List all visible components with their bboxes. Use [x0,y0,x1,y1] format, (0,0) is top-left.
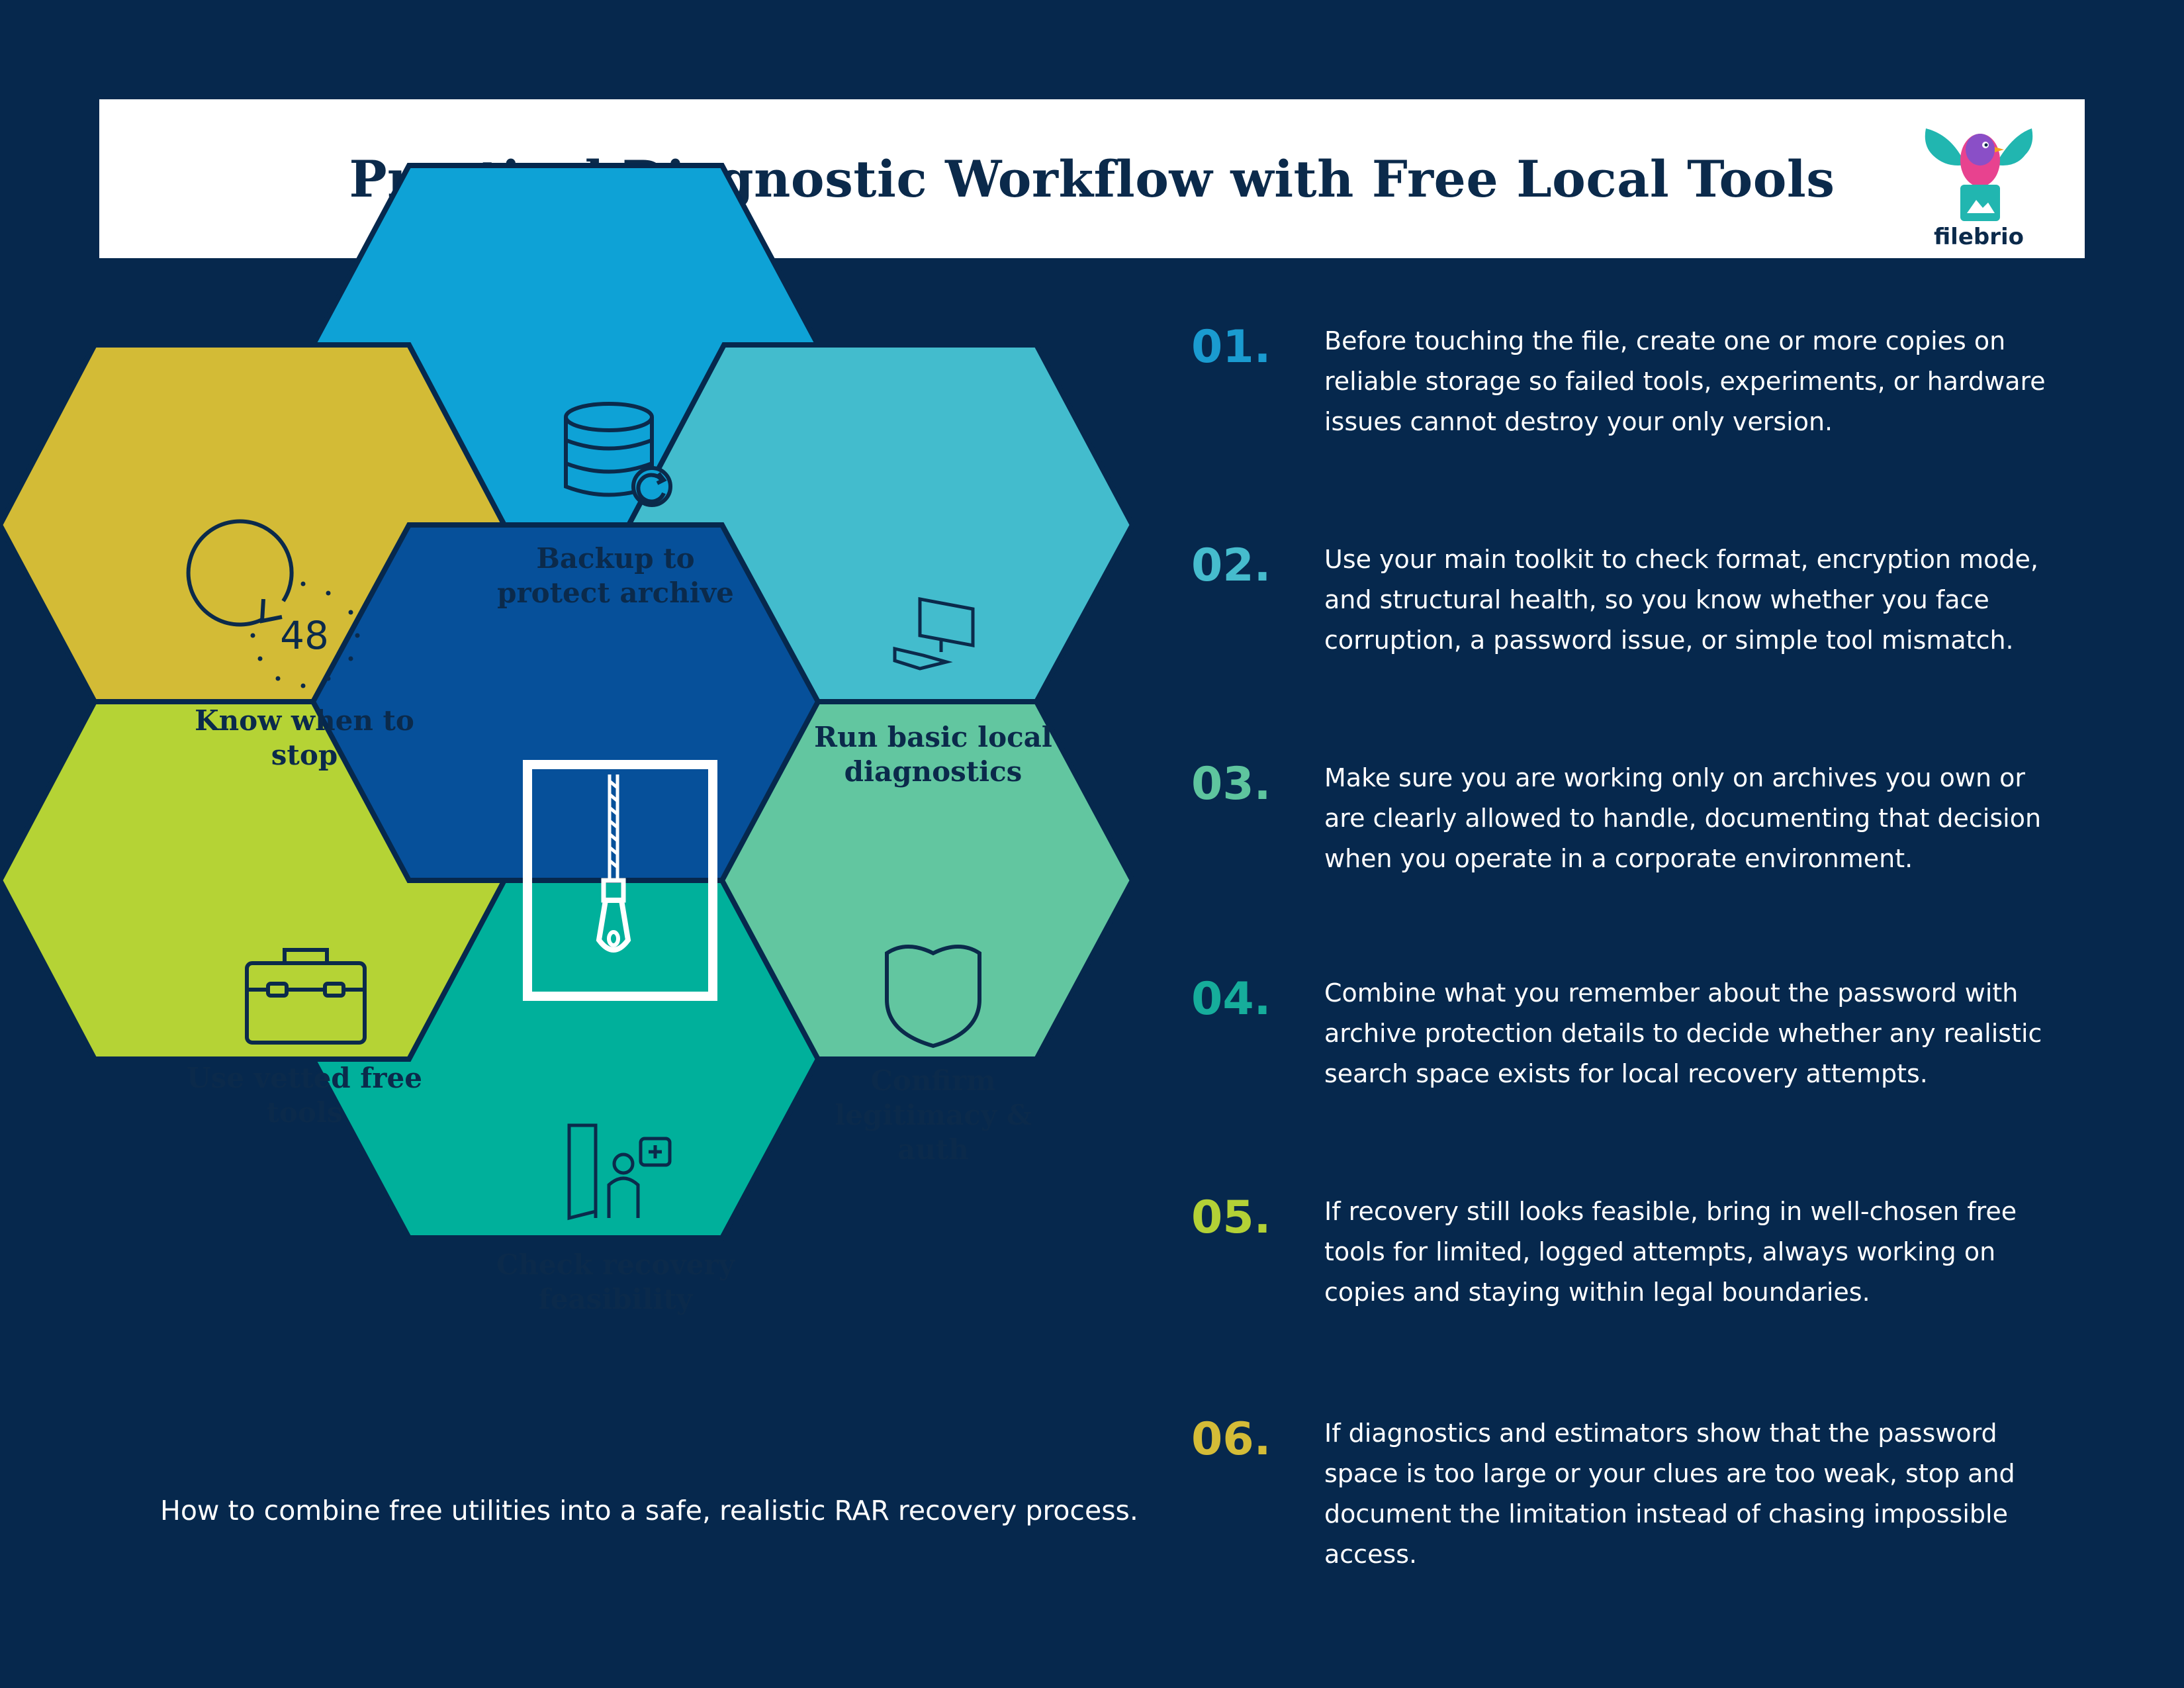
step-text: Combine what you remember about the pass… [1324,978,2042,1088]
bird-logo-icon [1925,128,2033,221]
step-number: 06. [1191,1413,1271,1466]
zip-archive-icon [523,760,717,1001]
timer-48-icon: 48 [186,519,360,688]
hex-label-legitimacy: Confirm legitimacy & auth [835,1064,1032,1166]
logo-text: filebrio [1933,224,2025,250]
door-person-icon [567,1123,672,1221]
step-number: 03. [1191,758,1271,810]
hex-label-stop: Know when to stop [195,704,414,771]
timer-number: 48 [280,613,329,658]
step-text: If diagnostics and estimators show that … [1324,1419,2015,1569]
hex-label-tools: Use vetted free tools [187,1062,422,1129]
toolbox-icon [245,948,367,1045]
hex-label-diagnostics: Run basic local diagnostics [814,721,1052,788]
hex-label-feasibility: Check recovery feasibility [496,1248,735,1315]
filebrio-logo: filebrio [1913,109,2045,254]
step-text: If recovery still looks feasible, bring … [1324,1197,2017,1307]
database-refresh-icon [564,402,672,507]
hexagon-cluster: 48 Backup to protect archive Run basic l… [0,0,1191,1523]
computer-icon [893,596,975,671]
step-number: 04. [1191,973,1271,1025]
hex-label-backup: Backup to protect archive [497,542,734,609]
step-text: Make sure you are working only on archiv… [1324,763,2042,873]
shield-icon [885,945,981,1049]
hex-center [310,522,821,883]
step-number: 05. [1191,1192,1271,1244]
caption: How to combine free utilities into a saf… [160,1495,1138,1526]
step-number: 02. [1191,539,1271,592]
step-text: Use your main toolkit to check format, e… [1324,545,2038,655]
step-number: 01. [1191,321,1271,373]
step-text: Before touching the file, create one or … [1324,326,2046,436]
